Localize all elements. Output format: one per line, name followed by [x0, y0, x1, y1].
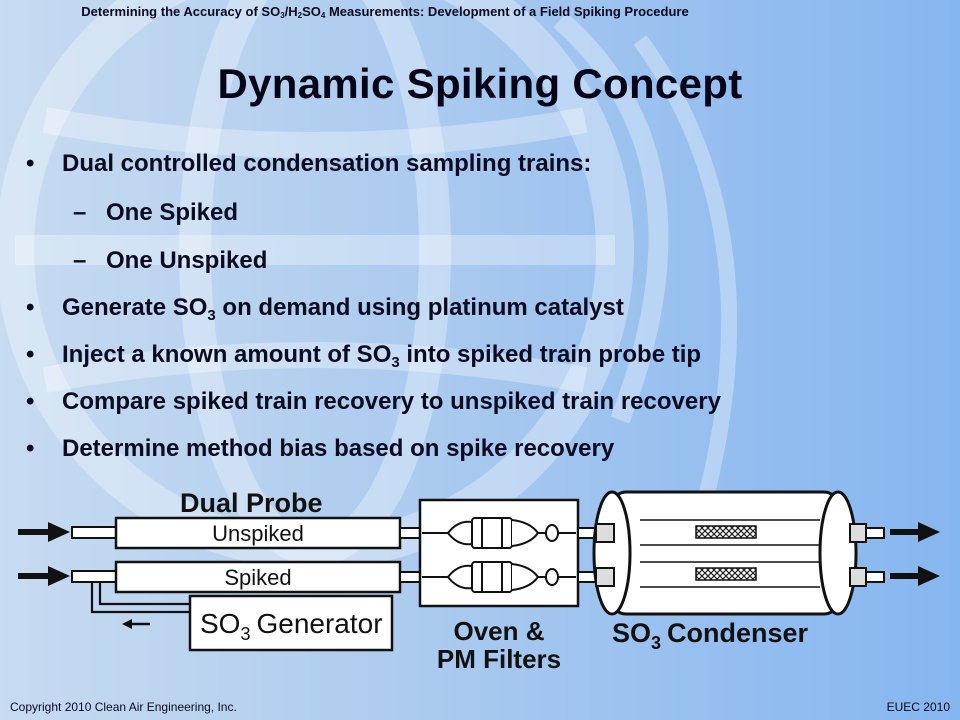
bullet-text: Compare spiked train recovery to unspike… — [62, 388, 721, 415]
bullet-dash: – — [73, 199, 87, 226]
bullet-dot: • — [26, 388, 35, 415]
slide-title: Dynamic Spiking Concept — [217, 60, 743, 107]
connector-top — [399, 527, 421, 539]
bullet-dot: • — [26, 341, 35, 368]
probe-title: Dual Probe — [180, 488, 323, 518]
bullet-text: Generate SO3 on demand using platinum ca… — [62, 294, 624, 324]
outlet-arrow-top — [890, 522, 940, 542]
so3-generator-box — [188, 594, 394, 652]
pm-filter-top — [422, 517, 576, 549]
nozzle-bottom — [71, 570, 117, 583]
oven-outlet-bottom — [577, 571, 597, 583]
bullet-text: One Unspiked — [106, 247, 268, 274]
footer-event: EUEC 2010 — [886, 700, 950, 714]
return-arrow — [122, 619, 150, 629]
bullet-text: Determine method bias based on spike rec… — [62, 435, 615, 462]
pm-filter-bottom — [422, 561, 576, 593]
bullet-text: One Spiked — [106, 199, 239, 226]
nozzle-top — [71, 526, 117, 539]
so3-condenser — [592, 490, 885, 616]
outlet-arrow-bottom — [890, 566, 940, 586]
bullet-dot: • — [26, 435, 35, 462]
oven-label-line2: PM Filters — [437, 644, 561, 674]
coil-top — [695, 525, 757, 539]
spiked-label: Spiked — [224, 565, 291, 590]
bullet-dash: – — [73, 247, 87, 274]
coil-bottom — [695, 567, 757, 581]
inlet-arrow-top — [18, 522, 70, 542]
spike-line — [90, 582, 190, 614]
oven-label-line1: Oven & — [453, 616, 544, 646]
footer-copyright: Copyright 2010 Clean Air Engineering, In… — [10, 700, 237, 714]
presentation-header: Determining the Accuracy of SO3/H2SO4 Me… — [81, 4, 689, 20]
bullet-text: Inject a known amount of SO3 into spiked… — [62, 341, 702, 371]
spike-line-inner — [98, 582, 190, 606]
connector-bottom — [399, 571, 421, 583]
bullet-text: Dual controlled condensation sampling tr… — [62, 150, 592, 177]
bullet-dot: • — [26, 294, 35, 321]
bullet-dot: • — [26, 150, 35, 177]
inlet-arrow-bottom — [18, 566, 70, 586]
unspiked-label: Unspiked — [212, 521, 304, 546]
